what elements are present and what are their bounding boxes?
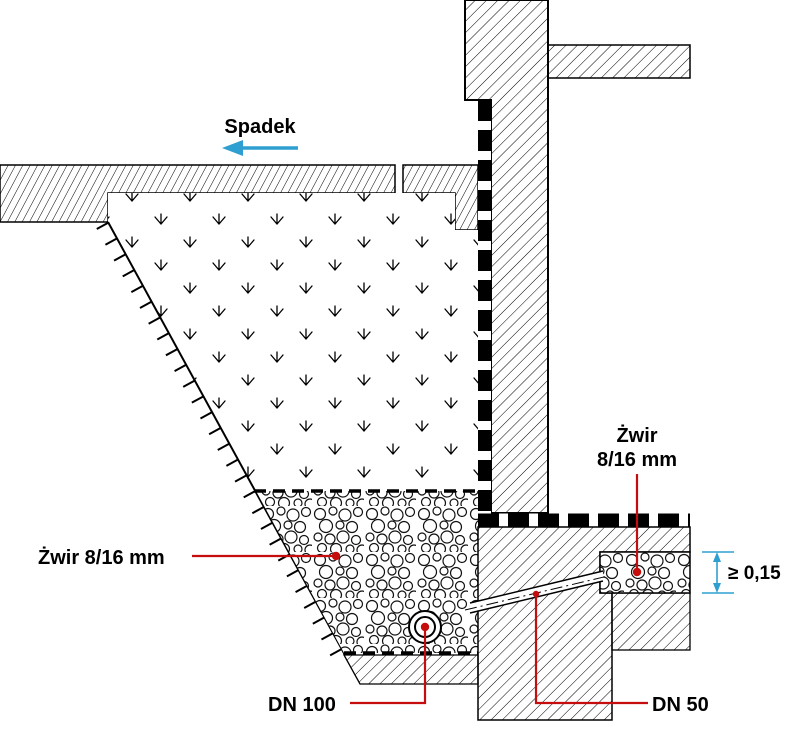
label-gravel-left: Żwir 8/16 mm (38, 546, 165, 569)
vertical-membrane (478, 100, 491, 527)
excavation-slope-line (107, 221, 346, 656)
leader-dot-dn100 (420, 622, 430, 632)
leader-dot-gravel-left (331, 551, 341, 561)
ground-under-side-gravel (611, 592, 691, 651)
label-dn50: DN 50 (652, 694, 709, 716)
leader-dot-dn50 (532, 590, 540, 598)
gravel-bed (256, 491, 478, 653)
floor-slab (547, 44, 691, 79)
dimension-gravel-thickness (702, 551, 734, 594)
label-gravel-right-line1: Żwir (616, 424, 657, 447)
label-gravel-right-line2: 8/16 mm (597, 449, 677, 471)
slope-arrow-icon (222, 140, 298, 156)
leader-dn50 (534, 594, 648, 705)
label-gravel-thickness: ≥ 0,15 (728, 563, 781, 584)
side-gravel-strip (599, 551, 691, 594)
label-slope: Spadek (224, 116, 296, 138)
trench-bottom-ground (342, 654, 479, 685)
label-dn100: DN 100 (268, 694, 336, 716)
horizontal-membrane (478, 513, 690, 527)
leader-dot-gravel-right (632, 567, 642, 577)
leader-dn100 (350, 631, 427, 705)
backfill-soil (108, 193, 478, 491)
